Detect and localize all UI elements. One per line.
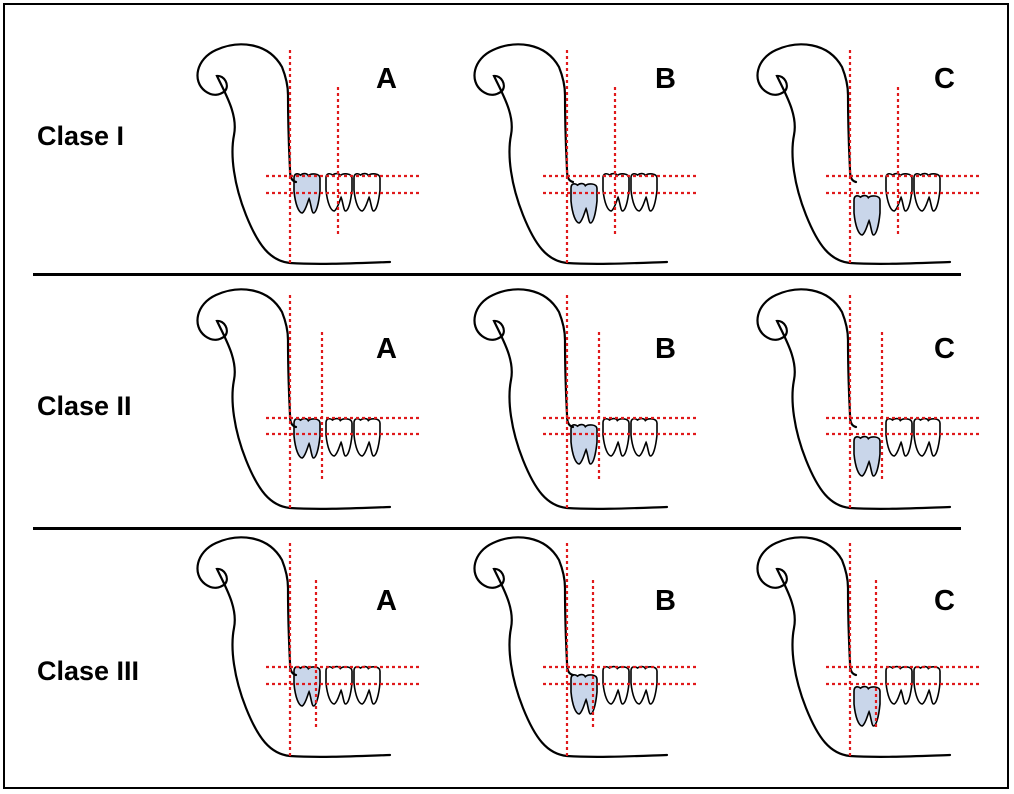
variant-label-2a: A [376, 333, 397, 366]
mandible-outline [197, 44, 390, 263]
first-molar [914, 419, 940, 456]
third-molar [854, 196, 880, 235]
row-label-clase-2: Clase II [37, 391, 132, 422]
third-molar [571, 184, 597, 223]
third-molar [571, 425, 597, 464]
mandible-outline [757, 289, 950, 508]
variant-label-2c: C [934, 333, 955, 366]
variant-label-1a: A [376, 63, 397, 96]
variant-label-2b: B [655, 333, 676, 366]
second-molar [603, 419, 629, 456]
mandible-outline [197, 537, 390, 756]
second-molar [326, 667, 352, 704]
mandible-outline [757, 44, 950, 263]
variant-label-3a: A [376, 585, 397, 618]
mandible-outline [474, 44, 667, 263]
third-molar [854, 437, 880, 476]
second-molar [886, 419, 912, 456]
variant-label-1c: C [934, 63, 955, 96]
first-molar [631, 419, 657, 456]
second-molar [886, 667, 912, 704]
mandible-outline [757, 537, 950, 756]
mandible-panel-3b [474, 537, 697, 758]
mandible-panel-2a [197, 289, 420, 510]
first-molar [914, 667, 940, 704]
row-divider-2 [33, 527, 961, 530]
first-molar [631, 667, 657, 704]
variant-label-3c: C [934, 585, 955, 618]
first-molar [354, 667, 380, 704]
variant-label-3b: B [655, 585, 676, 618]
second-molar [603, 667, 629, 704]
mandible-panel-3c [757, 537, 980, 758]
mandible-panel-2c [757, 289, 980, 510]
row-label-clase-3: Clase III [37, 656, 139, 687]
mandible-outline [197, 289, 390, 508]
mandible-outline [474, 537, 667, 756]
first-molar [354, 419, 380, 456]
mandible-panel-2b [474, 289, 697, 510]
row-divider-1 [33, 273, 961, 276]
variant-label-1b: B [655, 63, 676, 96]
row-label-clase-1: Clase I [37, 121, 124, 152]
third-molar [294, 419, 320, 458]
mandible-panel-3a [197, 537, 420, 758]
second-molar [326, 419, 352, 456]
mandible-outline [474, 289, 667, 508]
